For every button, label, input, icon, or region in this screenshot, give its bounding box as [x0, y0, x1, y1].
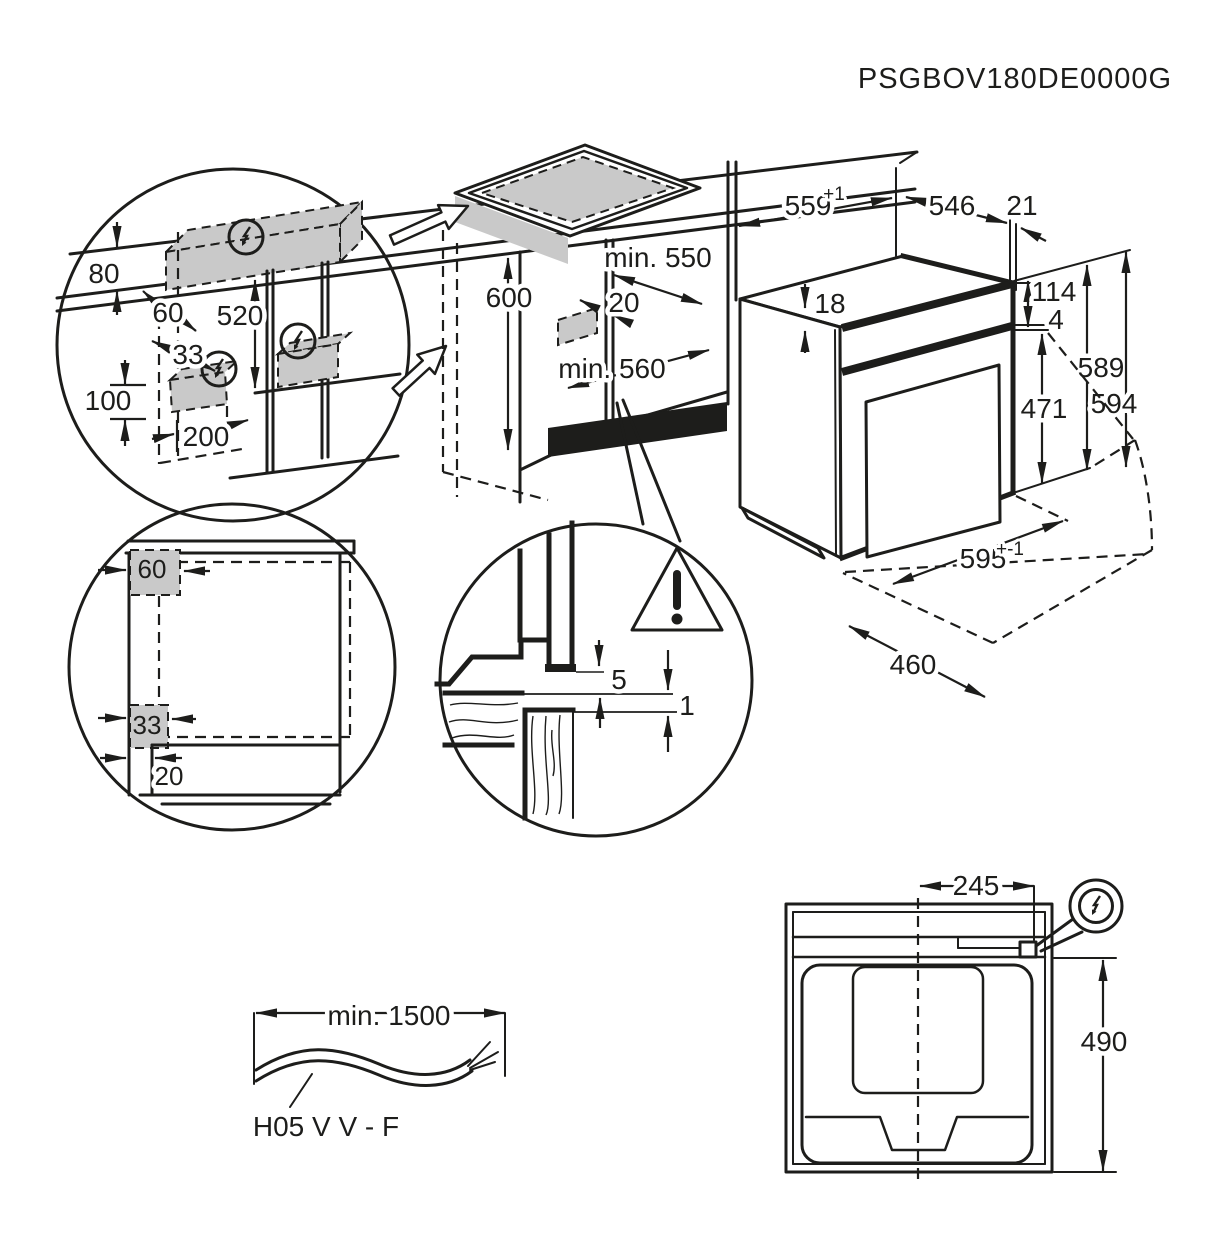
dim-18-label: 18 [814, 288, 845, 319]
dim-589-label: 589 [1078, 352, 1125, 383]
connection-zone-top-face [163, 200, 365, 254]
hob-cutout [453, 143, 702, 264]
dim-600-label: 600 [486, 282, 533, 313]
dim-460-label: 460 [890, 649, 937, 680]
socket-zone2-front [277, 342, 339, 389]
dim-520-label: 520 [217, 300, 264, 331]
mains-terminal-box [1018, 940, 1038, 959]
electric-bolt-icon [279, 322, 317, 360]
gap-detail-circle: 5 1 [434, 520, 754, 838]
dim-4-label: 4 [1048, 304, 1064, 335]
dim-490-label: 490 [1081, 1026, 1128, 1057]
cutout-side-shade [455, 196, 568, 264]
dim-559-tolerance: +1 [823, 184, 845, 205]
dim-80-label: 80 [88, 258, 119, 289]
connection-detail-circle: 80 60 520 33 100 200 [55, 167, 411, 523]
model-code: PSGBOV180DE0000G [858, 63, 1172, 95]
side-zone-60 [129, 549, 181, 596]
connection-zone-front-face [165, 222, 341, 292]
dim-5-label: 5 [611, 664, 627, 695]
dim-200-label: 200 [183, 421, 230, 452]
rear-connection-zone [557, 306, 598, 347]
oven-top-view: 245 490 [784, 866, 1132, 1185]
dim-min550-label: min. 550 [604, 242, 711, 273]
dim-114-label: 114 [1032, 276, 1077, 307]
dim-side20-label: 20 [155, 761, 184, 791]
dim-594-label: 594 [1091, 388, 1138, 419]
dim-546-label: 546 [929, 190, 976, 221]
dim-20-label: 20 [608, 287, 639, 318]
dim-33-label: 33 [172, 339, 203, 370]
oven-niche-cabinet: 600 min. 550 20 min. 560 [441, 160, 738, 543]
dim-60-label: 60 [152, 297, 183, 328]
callout-arrow [391, 344, 448, 397]
dim-21-label: 21 [1006, 190, 1037, 221]
callout-arrows [388, 203, 470, 397]
electric-bolt-callout [1034, 878, 1124, 953]
socket-zone-front [168, 370, 229, 414]
warning-triangle-icon [630, 546, 724, 632]
cable-type-label: H05 V V - F [253, 1111, 399, 1142]
callout-arrow [388, 203, 470, 246]
dim-245-label: 245 [953, 870, 1000, 901]
plinth-vent-strip [548, 402, 727, 457]
dim-side60-label: 60 [138, 554, 167, 584]
dim-100-label: 100 [85, 385, 132, 416]
dim-595-tolerance: +-1 [996, 539, 1024, 560]
oven-handle-base [740, 506, 826, 560]
dim-1-label: 1 [679, 690, 695, 721]
electric-bolt-icon [1090, 894, 1102, 917]
oven: 559 +1 546 21 18 114 4 471 589 594 [738, 167, 1154, 698]
cabinet-side-circle: 60 33 20 [67, 502, 397, 832]
cable-length-label: min. 1500 [328, 1000, 451, 1031]
electric-bolt-icon [227, 218, 265, 256]
dim-side33-label: 33 [133, 710, 162, 740]
dim-471-label: 471 [1021, 393, 1068, 424]
dim-559-label: 559 [785, 190, 832, 221]
side-zone-33 [129, 704, 169, 749]
power-cable-detail: min. 1500 H05 V V - F [248, 996, 506, 1147]
dim-min560-label: min. 560 [558, 353, 665, 384]
dim-595-label: 595 [960, 543, 1007, 574]
